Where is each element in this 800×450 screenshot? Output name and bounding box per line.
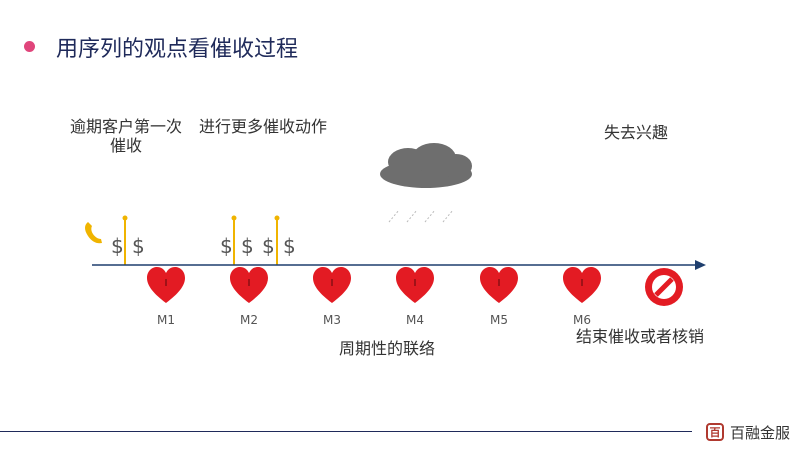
month-label-m3: M3 bbox=[323, 313, 341, 327]
heart-icon bbox=[147, 267, 185, 303]
pin-icon bbox=[274, 215, 280, 265]
dollar-sign: $ bbox=[241, 234, 254, 258]
pin-icon bbox=[231, 215, 237, 265]
label-first-collection: 逾期客户第一次催收 bbox=[70, 117, 183, 155]
month-label-m6: M6 bbox=[573, 313, 591, 327]
heart-icon bbox=[480, 267, 518, 303]
month-label-m2: M2 bbox=[240, 313, 258, 327]
label-end-collection: 结束催收或者核销 bbox=[575, 327, 704, 346]
rain-icon bbox=[388, 209, 454, 223]
dollar-sign: $ bbox=[283, 234, 296, 258]
heart-icon bbox=[230, 267, 268, 303]
month-label-m1: M1 bbox=[157, 313, 175, 327]
dollar-sign: $ bbox=[220, 234, 233, 258]
month-label-m4: M4 bbox=[406, 313, 424, 327]
month-label-m5: M5 bbox=[490, 313, 508, 327]
slide-title: 用序列的观点看催收过程 bbox=[56, 37, 299, 62]
label-more-actions: 进行更多催收动作 bbox=[198, 117, 327, 136]
phone-icon bbox=[85, 222, 102, 244]
heart-icon bbox=[313, 267, 351, 303]
brand-logo-icon: 百 bbox=[706, 423, 724, 441]
stop-icon bbox=[645, 268, 683, 306]
footer-divider bbox=[0, 431, 692, 432]
brand-name: 百融金服 bbox=[730, 423, 791, 442]
dollar-sign: $ bbox=[111, 234, 124, 258]
title-bullet bbox=[24, 41, 35, 52]
heart-icon bbox=[563, 267, 601, 303]
label-periodic-contact: 周期性的联络 bbox=[338, 339, 435, 358]
label-lose-interest: 失去兴趣 bbox=[603, 123, 668, 142]
heart-icon bbox=[396, 267, 434, 303]
brand: 百 百融金服 bbox=[706, 421, 790, 443]
dollar-sign: $ bbox=[132, 234, 145, 258]
pin-icon bbox=[122, 215, 128, 265]
cloud-icon bbox=[380, 143, 472, 188]
dollar-sign: $ bbox=[262, 234, 275, 258]
timeline-arrowhead bbox=[695, 260, 706, 270]
